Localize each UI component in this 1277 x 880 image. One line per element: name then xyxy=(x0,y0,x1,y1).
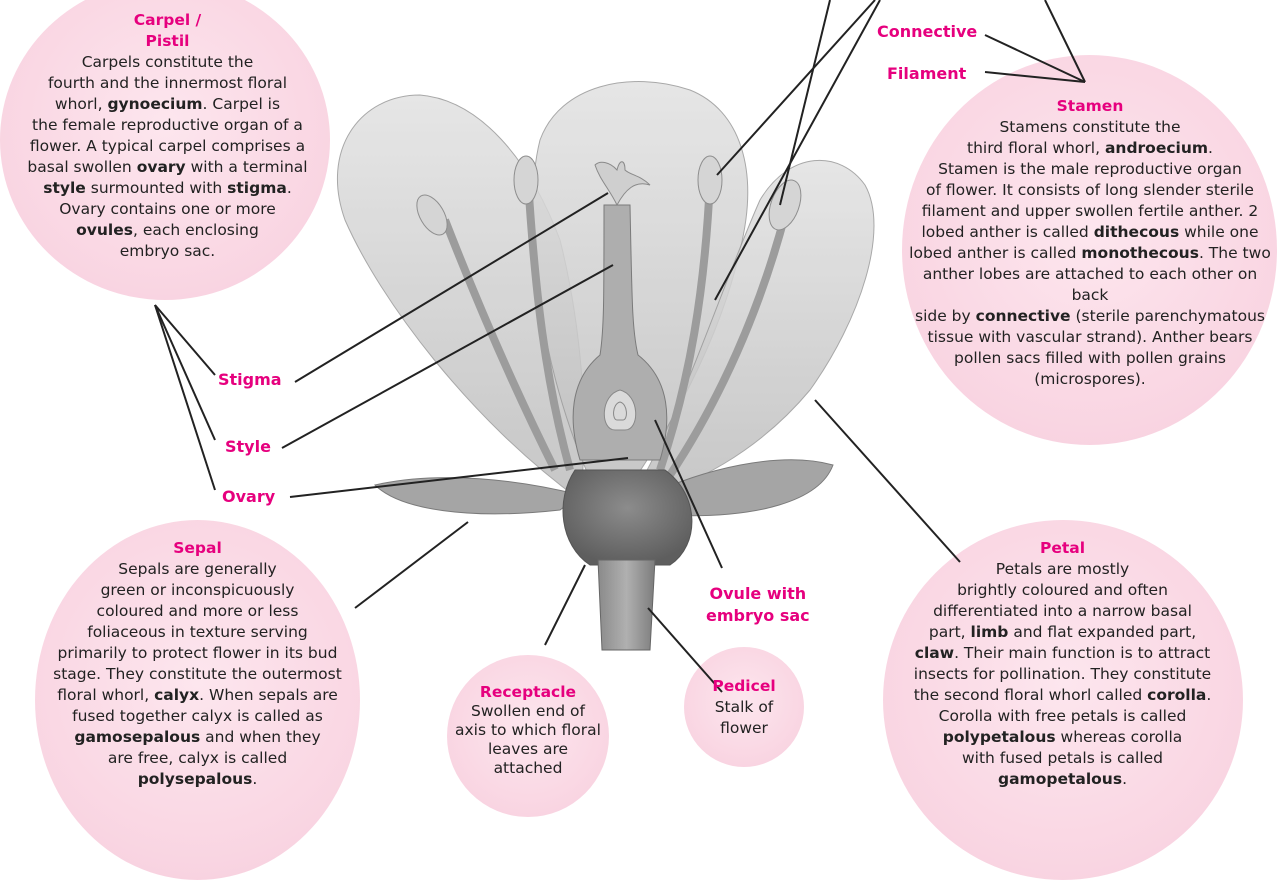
label-connective: Connective xyxy=(877,22,977,41)
receptacle-title: Receptacle xyxy=(455,683,601,702)
label-ovule-line2: embryo sac xyxy=(706,605,810,627)
label-ovule-line1: Ovule with xyxy=(706,583,810,605)
pedicel xyxy=(598,560,655,650)
sepal-title: Sepal xyxy=(45,538,350,559)
label-filament: Filament xyxy=(887,64,966,83)
label-ovule: Ovule with embryo sac xyxy=(706,583,810,627)
pedicel-title: Pedicel xyxy=(690,676,798,697)
stamen-title: Stamen xyxy=(905,96,1275,117)
carpel-title: Carpel / Pistil xyxy=(128,10,208,52)
receptacle xyxy=(563,470,692,565)
label-ovary: Ovary xyxy=(222,487,275,506)
label-stigma: Stigma xyxy=(218,370,282,389)
label-style: Style xyxy=(225,437,271,456)
petal-title: Petal xyxy=(890,538,1235,559)
